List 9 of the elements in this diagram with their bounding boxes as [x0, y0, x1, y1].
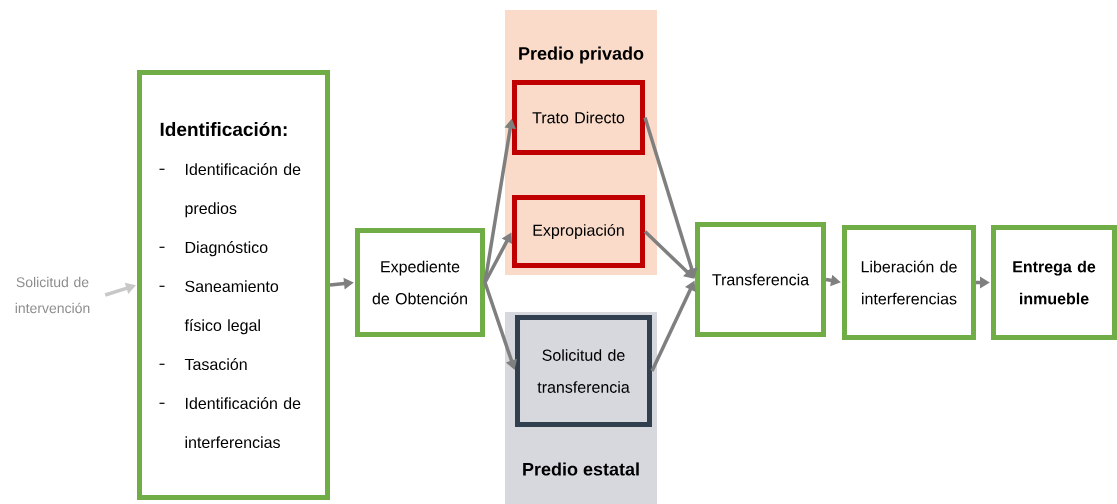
process-box: Expropiación: [512, 195, 645, 268]
process-box: Transferencia: [695, 222, 826, 337]
process-box: Solicitud de transferencia: [515, 315, 652, 427]
start-label: Solicitud de intervención: [15, 276, 90, 314]
process-box: Trato Directo: [512, 80, 645, 155]
process-box: Identificación: Identificación de predios Diagnóstico Saneamiento físico legal Tasación Identificación de interferencias: [137, 70, 330, 500]
process-box: Expediente de Obtención: [355, 228, 485, 337]
process-box: Entrega de inmueble: [991, 225, 1117, 340]
process-box: Liberación de interferencias: [842, 225, 976, 340]
